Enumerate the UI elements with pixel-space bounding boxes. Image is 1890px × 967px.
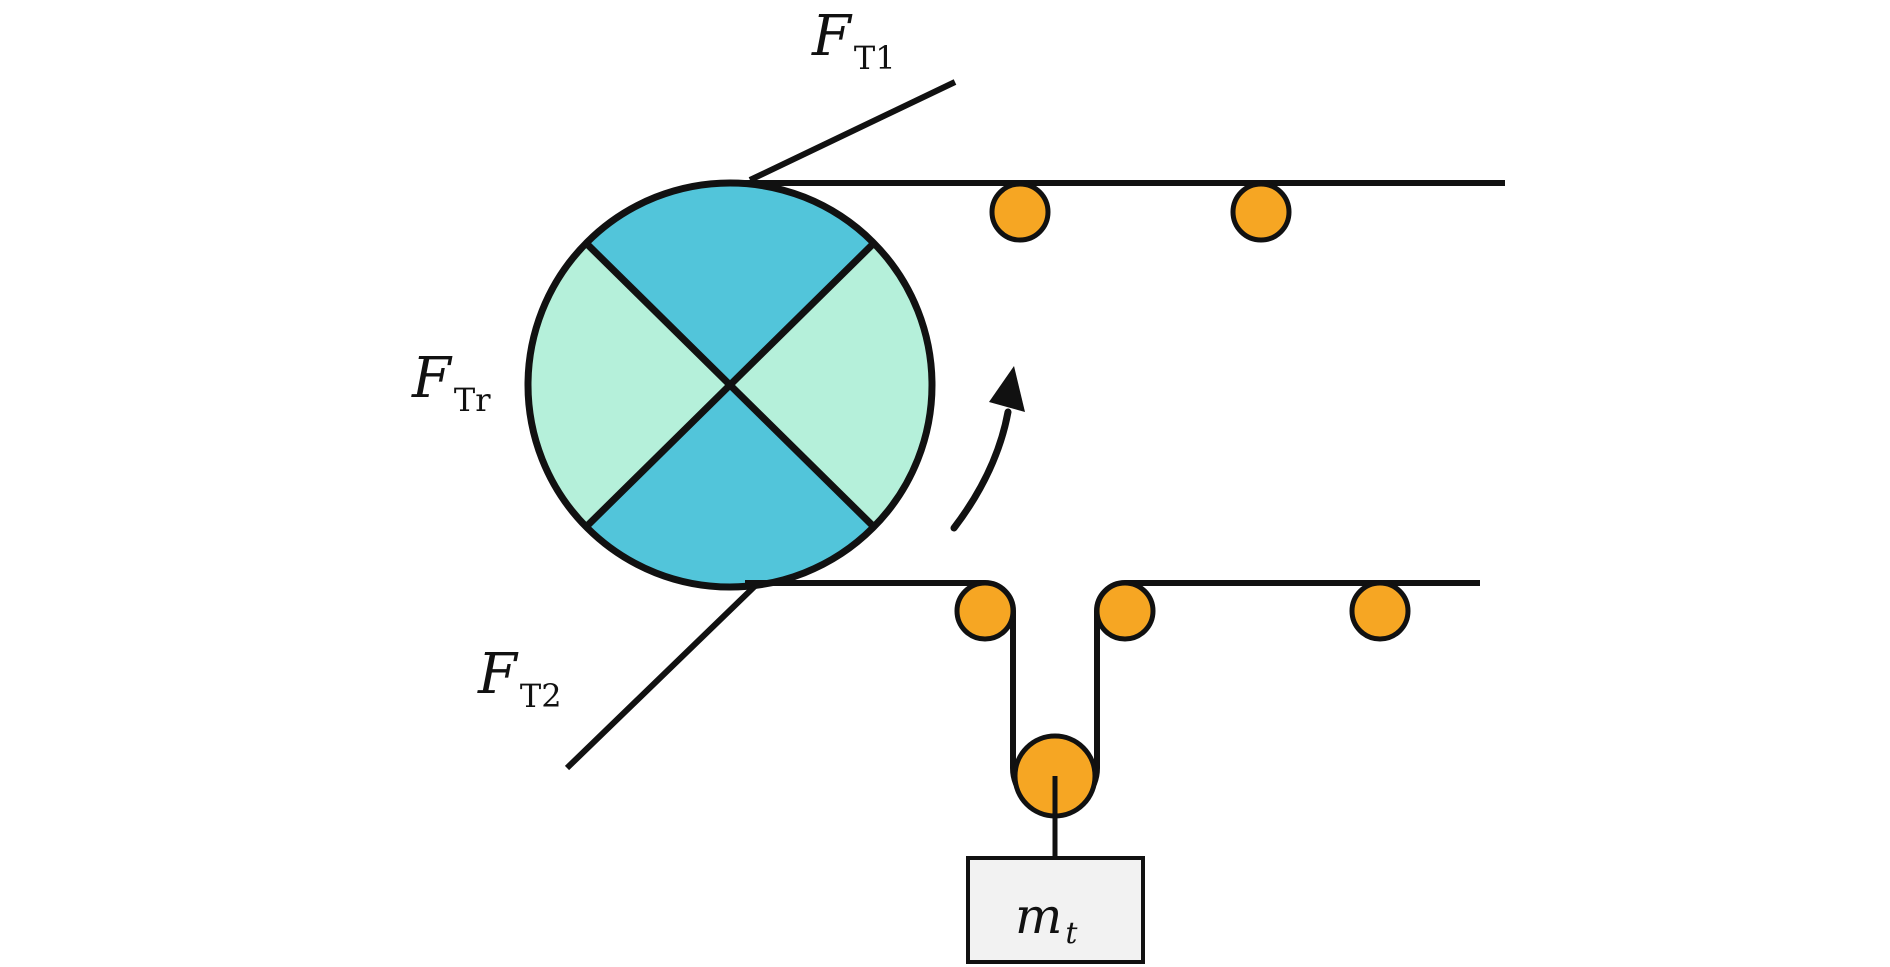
tension-label-t2-sub: T2	[520, 677, 562, 715]
tension-label-t2-main: F	[477, 642, 519, 707]
tension-label-t1-sub: T1	[854, 39, 896, 77]
curved-arrow-icon	[989, 366, 1025, 412]
lower-roller-1	[954, 580, 1016, 642]
tension-label-t1-main: F	[811, 4, 853, 69]
rotation-arc	[950, 408, 1012, 532]
upper-idler-rollers	[989, 181, 1292, 243]
mass-label-main: m	[1015, 887, 1062, 945]
rotation-indicator	[950, 366, 1025, 532]
drum-sector-bottom	[587, 385, 873, 586]
tension-label-t2: FT2	[477, 642, 562, 715]
mass-label-sub: t	[1065, 916, 1078, 951]
tension-label-tr-main: F	[411, 346, 453, 411]
upper-roller-1	[989, 181, 1051, 243]
lower-idler-rollers	[954, 580, 1411, 642]
drum-sector-left	[529, 244, 730, 526]
upper-roller-2	[1230, 181, 1292, 243]
lower-roller-2	[1094, 580, 1156, 642]
lower-roller-3	[1349, 580, 1411, 642]
tension-label-tr: FTr	[411, 346, 491, 419]
tension-label-t1: FT1	[811, 4, 896, 77]
tension-label-tr-sub: Tr	[454, 381, 491, 419]
drive-drum	[524, 179, 936, 591]
drum-sector-right	[730, 244, 931, 526]
drum-outline	[524, 179, 936, 591]
drum-sector-top	[587, 184, 873, 385]
drum-divider-b	[584, 241, 876, 529]
tension-line-t1	[748, 79, 957, 183]
take-up-mass-box	[966, 856, 1145, 964]
tension-line-t2	[564, 583, 758, 771]
upper-belt	[740, 79, 1505, 186]
